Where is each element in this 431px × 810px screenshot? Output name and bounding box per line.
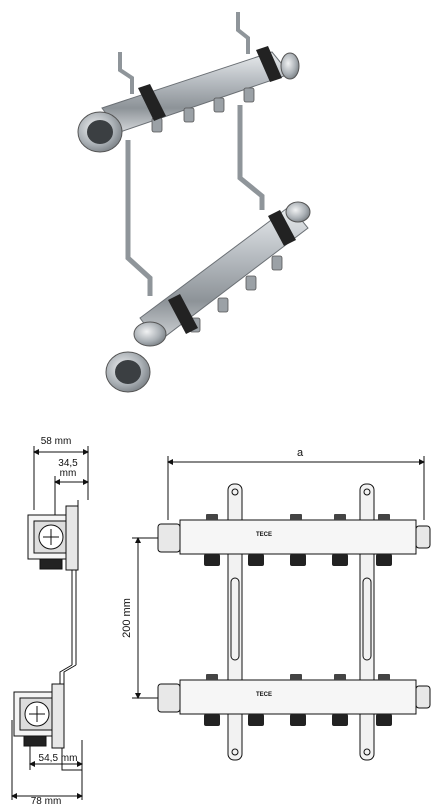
brand-label-upper: TECE [256,532,272,538]
dim-offset-top-line1: 34,5 [58,458,78,469]
upper-manifold-bar [77,46,300,153]
dim-length-a: a [297,447,304,459]
bracket-top-right [236,12,250,54]
dim-height-spacing: 200 mm [121,598,133,638]
dim-width-inner: 54,5 mm [39,753,78,764]
manifold-photo [77,12,311,393]
brand-label-lower: TECE [256,692,272,698]
side-view-drawing [11,446,89,800]
support-rod-right [237,105,265,210]
upper-outlets [204,554,392,566]
lower-manifold-bar [105,201,311,393]
dim-width-total: 78 mm [31,796,62,805]
front-view-drawing [132,456,431,761]
lower-valve-caps [206,674,390,680]
support-rod-left [125,140,153,296]
lower-outlets [204,714,392,726]
bracket-top-left [118,52,134,94]
dim-width-top: 58 mm [41,436,72,447]
dim-offset-top-line2: mm [60,468,77,479]
upper-valve-caps [206,514,390,520]
